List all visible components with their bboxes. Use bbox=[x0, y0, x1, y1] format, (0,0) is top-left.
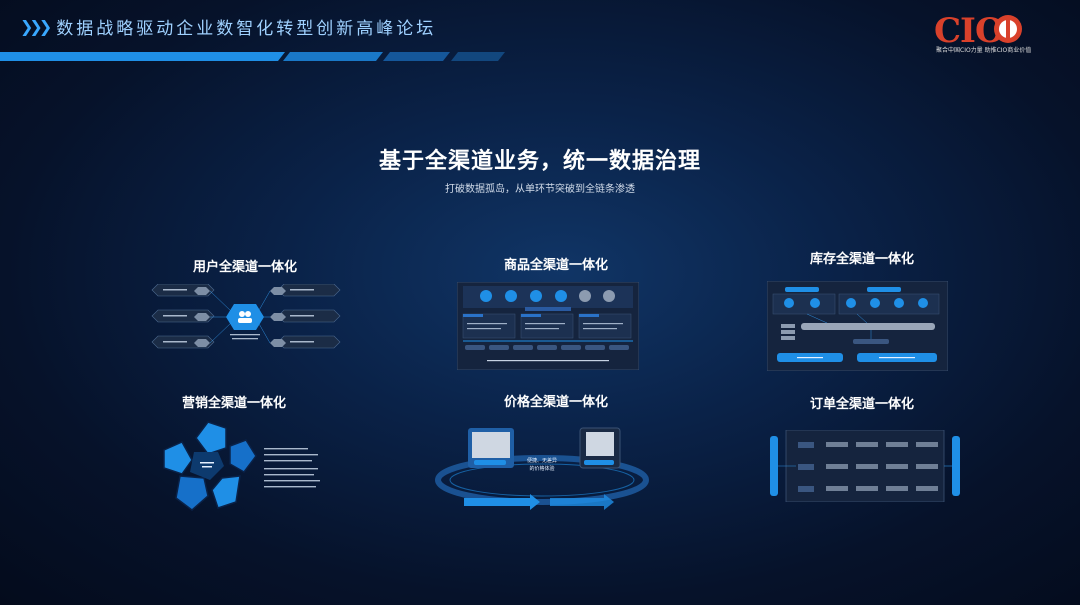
price-section-title: 价格全渠道一体化 bbox=[503, 395, 608, 410]
banner-stripes bbox=[0, 52, 505, 61]
logo-lettering: CIO bbox=[934, 12, 1004, 51]
marketing-section-title: 营销全渠道一体化 bbox=[181, 396, 286, 411]
order-diagram bbox=[770, 430, 960, 502]
forum-title-text: 数据战略驱动企业数智化转型创新高峰论坛 bbox=[56, 19, 437, 39]
product-diagram bbox=[457, 282, 639, 370]
order-section-title: 订单全渠道一体化 bbox=[809, 397, 914, 412]
inventory-section-title: 库存全渠道一体化 bbox=[809, 252, 914, 267]
product-section-title: 商品全渠道一体化 bbox=[503, 258, 608, 273]
price-center-line1: 便捷、无差异 bbox=[527, 457, 557, 464]
subtitle: 打破数据孤岛，从单环节突破到全链条渗透 bbox=[445, 184, 635, 195]
price-center-line2: 的价格体验 bbox=[529, 465, 554, 472]
inventory-diagram bbox=[767, 281, 948, 371]
logo-subtitle: 聚合中国CIO力量 助推CIO商业价值 bbox=[936, 47, 1032, 54]
forum-title: ❯❯❯ 数据战略驱动企业数智化转型创新高峰论坛 bbox=[20, 14, 436, 39]
cio-logo: CIO bbox=[934, 12, 1022, 51]
top-banner: ❯❯❯ 数据战略驱动企业数智化转型创新高峰论坛 CIO 聚合中国CIO力量 助推… bbox=[0, 0, 1080, 70]
main-title: 基于全渠道业务，统一数据治理 bbox=[378, 149, 701, 174]
user-section-title: 用户全渠道一体化 bbox=[192, 260, 297, 275]
marketing-diagram bbox=[163, 421, 320, 511]
price-diagram: 便捷、无差异 的价格体验 bbox=[435, 427, 649, 510]
user-diagram bbox=[151, 284, 341, 349]
chevrons-icon: ❯❯❯ bbox=[20, 17, 52, 36]
